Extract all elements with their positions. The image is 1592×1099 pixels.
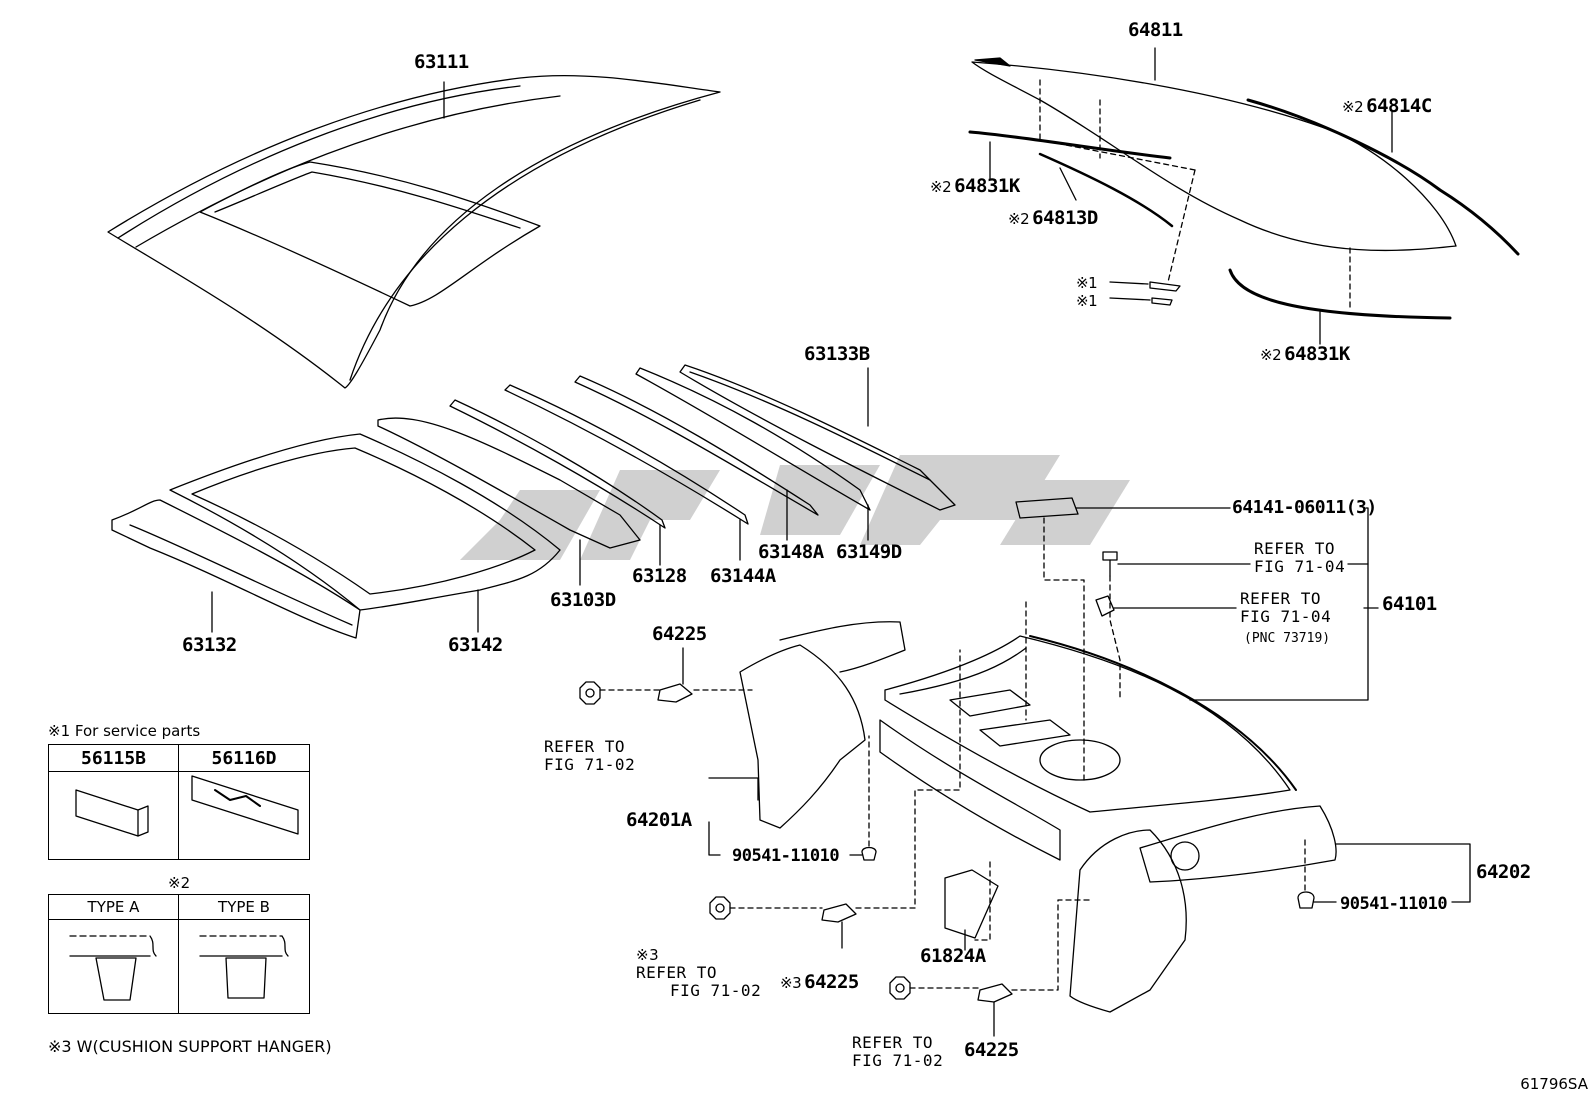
- cushion-note: ※3 W(CUSHION SUPPORT HANGER): [48, 1037, 332, 1056]
- label-63144a: 63144A: [710, 565, 776, 587]
- table-header: 56115B: [49, 745, 178, 772]
- label-63111: 63111: [414, 51, 469, 73]
- service-parts-note: ※1 For service parts: [48, 722, 201, 740]
- label-64225-bottom: 64225: [964, 1039, 1019, 1061]
- label-64201a: 64201A: [626, 809, 692, 831]
- table-cell: 56115B: [49, 745, 179, 859]
- fig-ref-text: FIG 71-04: [1254, 557, 1346, 576]
- fig-ref-text: FIG 71-02: [670, 981, 762, 1000]
- part-number: 64813D: [1032, 207, 1098, 229]
- table-header: TYPE B: [179, 895, 309, 920]
- note-mark-3: ※3: [780, 974, 802, 992]
- table-cell: 56116D: [179, 745, 309, 859]
- label-64101: 64101: [1382, 593, 1437, 615]
- table-pictograms: [69, 775, 299, 1001]
- refer-to-text: REFER TO: [636, 963, 718, 982]
- note-mark-2: ※2: [1342, 98, 1364, 116]
- type-table-title: ※2: [168, 874, 191, 892]
- label-63142: 63142: [448, 634, 503, 656]
- watermark-logo: [460, 455, 1130, 560]
- sunroof-reinforcement: [169, 433, 561, 633]
- label-90541-right: 90541-11010: [1340, 894, 1448, 914]
- table-cell: TYPE B: [179, 895, 309, 1013]
- label-mark1-a: ※1: [1076, 272, 1100, 293]
- dashed-leaders: [599, 517, 1306, 991]
- refer-to-text: REFER TO: [852, 1033, 934, 1052]
- right-quarter-brace: [1069, 805, 1337, 1013]
- note-mark-2: ※2: [1260, 346, 1282, 364]
- note-mark-1: ※1: [1076, 274, 1098, 292]
- table-header: TYPE A: [49, 895, 178, 920]
- label-63133b: 63133B: [804, 343, 870, 365]
- back-window-glass: [968, 47, 1520, 345]
- label-61824a: 61824A: [920, 945, 986, 967]
- fig-ref-text: FIG 71-02: [852, 1051, 944, 1070]
- refer-to-text: REFER TO: [1240, 589, 1322, 608]
- label-63148a: 63148A: [758, 541, 824, 563]
- fig-ref-text: FIG 71-02: [544, 755, 636, 774]
- fig-ref-text: FIG 71-04: [1240, 607, 1332, 626]
- note-mark-2: ※2: [1008, 210, 1030, 228]
- label-64202: 64202: [1476, 861, 1531, 883]
- refer-to-text: REFER TO: [1254, 539, 1336, 558]
- refer-to-text: REFER TO: [544, 737, 626, 756]
- package-tray-panel: [879, 635, 1297, 861]
- note-mark-1: ※1: [1076, 292, 1098, 310]
- roof-panel: [107, 74, 721, 389]
- front-roof-header: [111, 499, 361, 639]
- left-quarter-brace: [739, 621, 906, 829]
- label-mark1-b: ※1: [1076, 290, 1100, 311]
- label-63103d: 63103D: [550, 589, 616, 611]
- fasteners: [579, 497, 1315, 1003]
- part-number: 64814C: [1366, 95, 1432, 117]
- label-90541-left: 90541-11010: [732, 846, 840, 866]
- part-number: 64831K: [954, 175, 1020, 197]
- roof-bows: [377, 364, 956, 586]
- table-cell: TYPE A: [49, 895, 179, 1013]
- label-64225-upper: 64225: [652, 623, 707, 645]
- label-63132: 63132: [182, 634, 237, 656]
- note-mark-2: ※2: [930, 178, 952, 196]
- molding-type-table: TYPE A TYPE B: [48, 894, 310, 1014]
- part-number: 64831K: [1284, 343, 1350, 365]
- diagram-code: 61796SA: [1520, 1075, 1588, 1093]
- label-64811: 64811: [1128, 19, 1183, 41]
- leader-lines: [682, 507, 1471, 1037]
- table-header: 56116D: [179, 745, 309, 772]
- service-parts-table: 56115B 56116D: [48, 744, 310, 860]
- label-63149d: 63149D: [836, 541, 902, 563]
- quarter-panel-patch: [944, 869, 999, 939]
- pnc-note: (PNC 73719): [1244, 631, 1331, 646]
- note-mark-3: ※3: [636, 946, 660, 964]
- label-64141: 64141-06011(3): [1232, 497, 1377, 518]
- label-63128: 63128: [632, 565, 687, 587]
- part-number: 64225: [804, 971, 859, 993]
